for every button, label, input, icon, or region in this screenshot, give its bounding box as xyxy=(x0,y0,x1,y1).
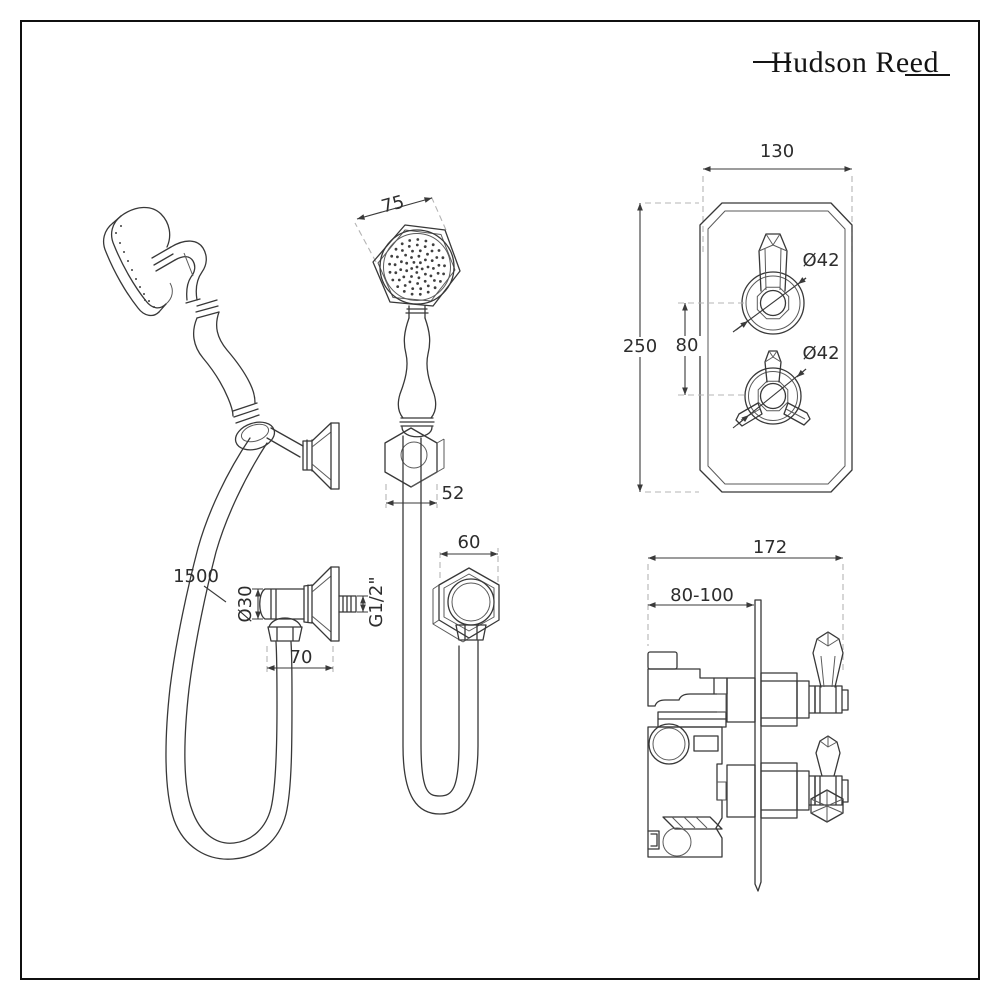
dim-handle-spacing: 80 xyxy=(672,336,702,356)
page-border xyxy=(20,20,980,980)
dim-valve-depth: 172 xyxy=(752,537,788,558)
dim-elbow-diameter: Ø30 xyxy=(235,585,256,623)
logo-rule-right xyxy=(905,74,950,76)
handset-front-view xyxy=(354,195,500,815)
brand-logo: Hudson Reed xyxy=(771,46,939,79)
dim-elbow-offset: 70 xyxy=(289,647,313,668)
valve-side-view xyxy=(647,555,849,892)
dim-bracket-width: 52 xyxy=(441,483,465,504)
dim-handle-diameter-bottom: Ø42 xyxy=(802,343,840,364)
dim-recess-depth: 80-100 xyxy=(670,585,734,606)
dim-handle-diameter-top: Ø42 xyxy=(802,250,840,271)
logo-rule-left xyxy=(753,61,791,63)
dim-plate-width: 130 xyxy=(759,141,795,162)
valve-front-view xyxy=(637,166,853,493)
dim-thread-size: G1/2" xyxy=(366,576,387,628)
dim-outlet-width: 60 xyxy=(457,532,481,553)
dim-plate-height: 250 xyxy=(619,337,661,357)
dim-hose-length: 1500 xyxy=(173,566,219,587)
handset-side-view xyxy=(102,206,368,860)
